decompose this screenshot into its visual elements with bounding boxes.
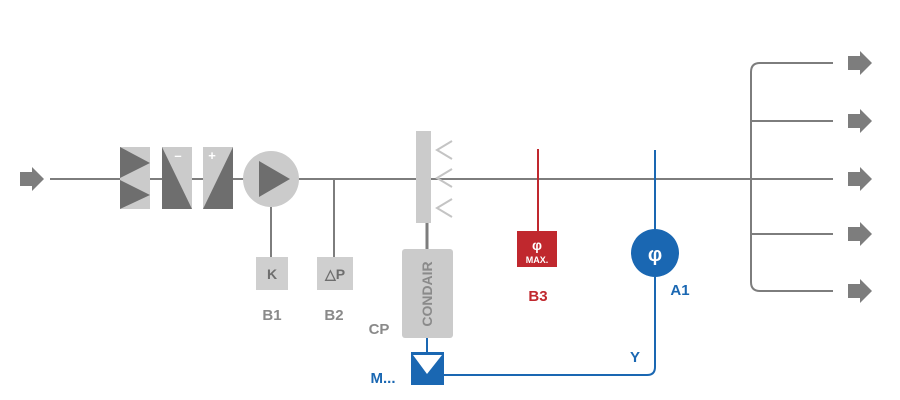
motor-label: M... [371,370,396,387]
max-humidity-sensor [517,231,557,267]
sensor-k-label: K [267,266,277,282]
b1-label: B1 [262,307,281,324]
outlet-arrow-icon [848,279,872,303]
outlet-arrow-icon [848,51,872,75]
max-humidity-symbol: φ [532,237,542,253]
condair-unit [402,249,453,338]
max-label: MAX. [526,255,549,265]
controller-humidity-symbol: φ [648,244,662,266]
humidity-controller [631,229,679,277]
outlet-arrow-icon [848,109,872,133]
filter-minus-icon: – [162,147,192,209]
filter-plus-sign: + [208,148,216,163]
b3-label: B3 [528,288,547,305]
fan-icon [243,151,299,207]
control-signal-line [444,277,656,376]
a1-label: A1 [670,282,689,299]
filter-minus-sign: – [174,148,181,163]
damper-icon [120,147,150,209]
outlet-arrow-icon [848,167,872,191]
filter-plus-icon: + [203,147,233,209]
humidifier-distributor [416,131,453,223]
inlet-arrow-icon [20,167,44,191]
actuator-valve-icon [411,352,444,385]
cp-label: CP [369,321,390,338]
sensor-dp-label: △P [324,266,345,282]
sensor-dp-box [317,257,353,290]
condair-label: CONDAIR [419,261,435,326]
manifold-bracket [750,62,833,292]
outlet-arrow-icon [848,222,872,246]
y-label: Y [630,349,640,366]
sensor-k-box [256,257,288,290]
b2-label: B2 [324,307,343,324]
